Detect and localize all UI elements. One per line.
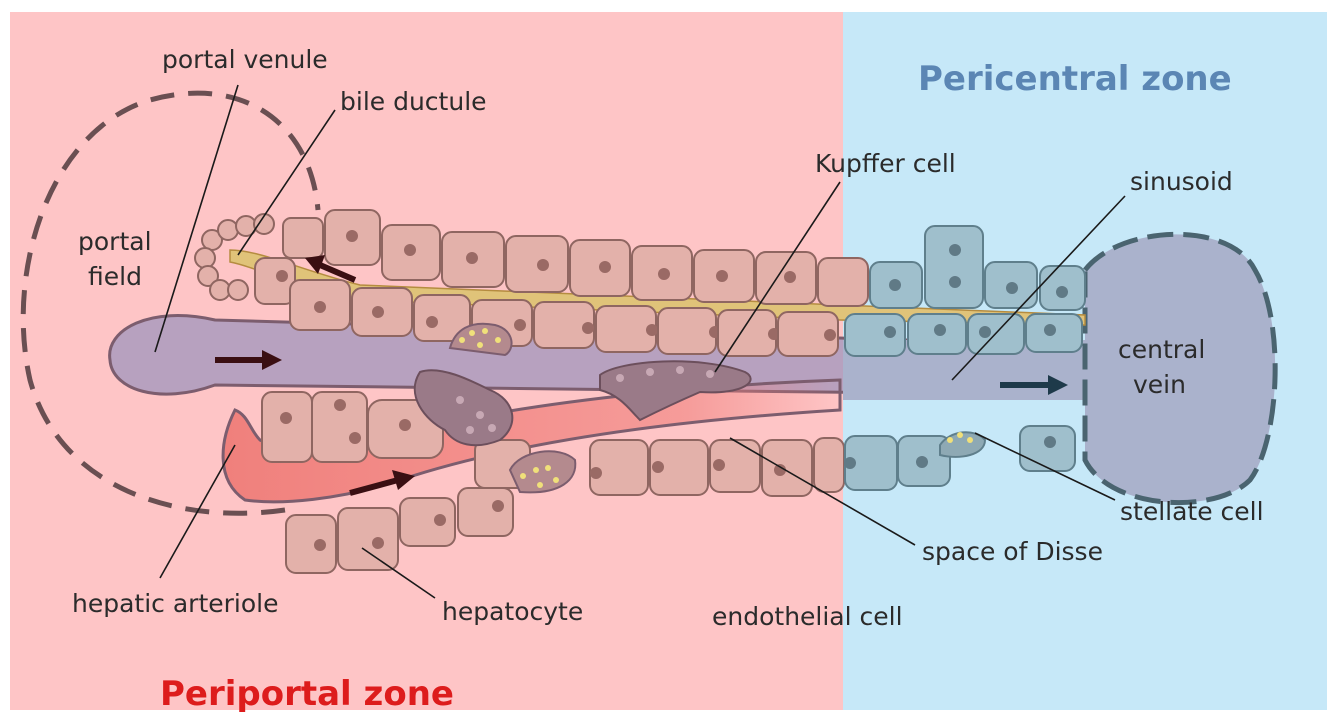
central-vein-shape	[1085, 234, 1275, 502]
label-kupffer-cell: Kupffer cell	[815, 149, 956, 178]
pericentral-zone-title: Pericentral zone	[918, 59, 1232, 99]
label-central-vein-2: vein	[1133, 370, 1186, 399]
label-hepatic-arteriole: hepatic arteriole	[72, 589, 278, 618]
label-portal-venule: portal venule	[162, 45, 328, 74]
label-hepatocyte: hepatocyte	[442, 597, 583, 626]
label-sinusoid: sinusoid	[1130, 167, 1233, 196]
label-stellate-cell: stellate cell	[1120, 497, 1264, 526]
label-central-vein-1: central	[1118, 335, 1205, 364]
label-portal-field-2: field	[88, 262, 142, 291]
label-space-of-disse: space of Disse	[922, 537, 1103, 566]
label-portal-field-1: portal	[78, 227, 152, 256]
label-bile-ductule: bile ductule	[340, 87, 487, 116]
periportal-zone-title: Periportal zone	[160, 674, 454, 714]
label-endothelial-cell: endothelial cell	[712, 602, 903, 631]
